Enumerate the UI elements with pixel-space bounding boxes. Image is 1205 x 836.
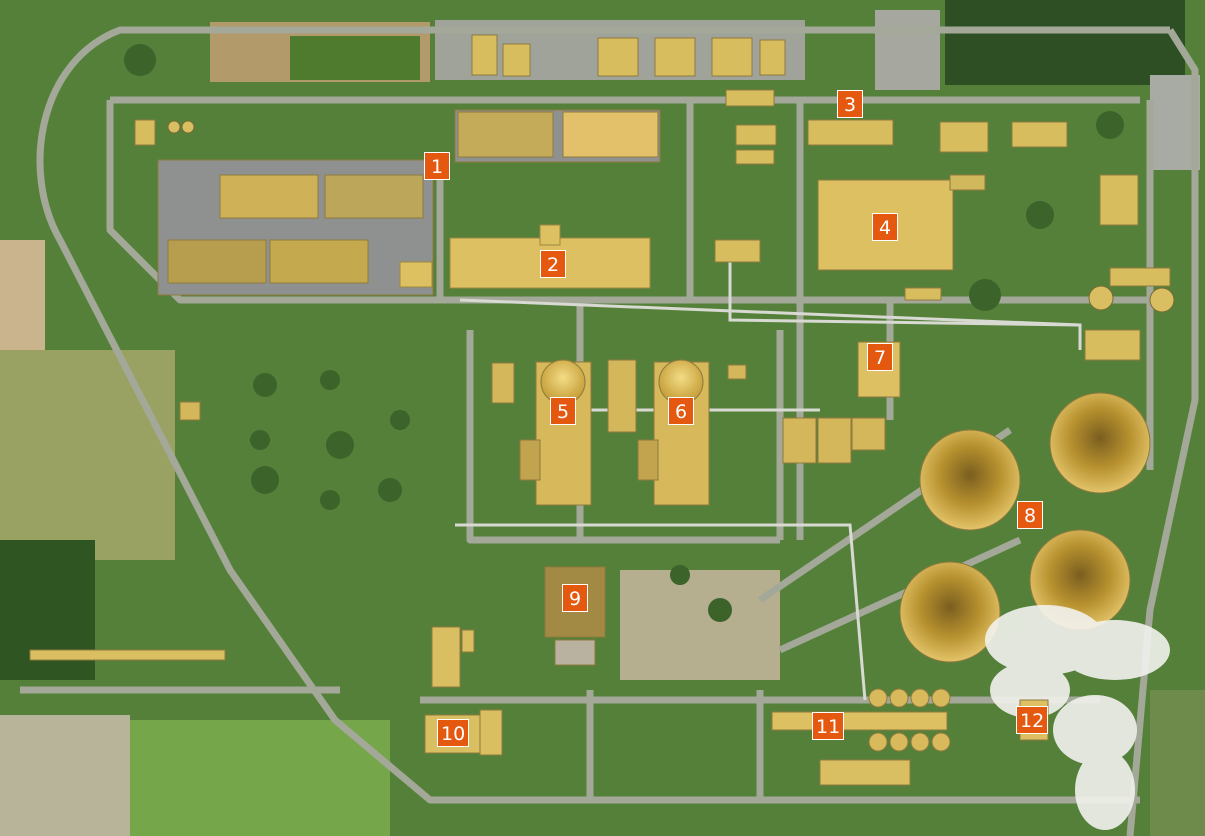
reactor-blocks: [491, 359, 710, 506]
storage-halls: [157, 109, 661, 296]
tree-clusters: [124, 44, 1124, 622]
marker-5[interactable]: 5: [550, 397, 576, 425]
steam-plume: [985, 605, 1170, 830]
marker-8[interactable]: 8: [1017, 501, 1043, 529]
field-southwest: [0, 715, 130, 836]
auxiliary-buildings: [179, 364, 886, 464]
yard-center-east: [620, 570, 780, 680]
marker-7[interactable]: 7: [867, 343, 893, 371]
marker-4[interactable]: 4: [872, 213, 898, 241]
parking-north-east: [875, 10, 940, 90]
marker-12[interactable]: 12: [1016, 706, 1049, 734]
cooling-towers: [899, 392, 1151, 663]
field-west-lower: [0, 350, 175, 560]
north-buildings: [134, 34, 1171, 361]
woodland-northeast: [945, 0, 1185, 85]
lawn-north: [290, 36, 420, 80]
building-11: [771, 688, 951, 786]
field-west-upper: [0, 240, 45, 350]
marker-9[interactable]: 9: [562, 584, 588, 612]
marker-3[interactable]: 3: [837, 90, 863, 118]
marker-6[interactable]: 6: [668, 397, 694, 425]
field-south: [130, 720, 390, 836]
marker-1[interactable]: 1: [424, 152, 450, 180]
marker-10[interactable]: 10: [437, 719, 470, 747]
field-east-lower: [1150, 690, 1205, 836]
marker-11[interactable]: 11: [812, 712, 845, 740]
tanks-east: [167, 120, 1175, 313]
marker-2[interactable]: 2: [540, 250, 566, 278]
